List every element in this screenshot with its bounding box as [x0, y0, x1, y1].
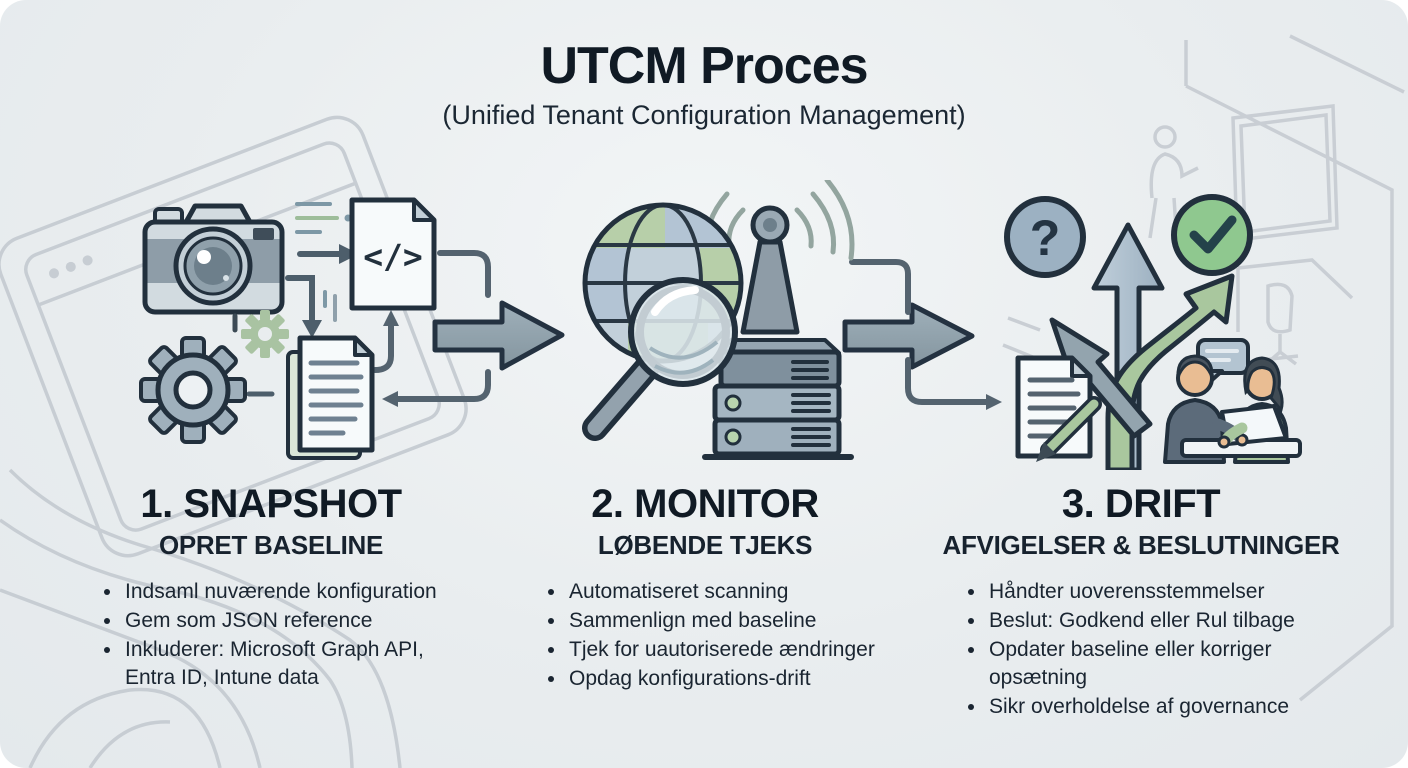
flow-arrow-monitor-to-drift-icon [842, 302, 975, 370]
step-title: 3. DRIFT [1061, 482, 1221, 526]
step-subtitle: OPRET BASELINE [158, 530, 384, 560]
bullet-item: Gem som JSON reference [123, 607, 453, 635]
bullet-item: Håndter uoverensstemmelser [987, 578, 1327, 606]
bullet-item: Indsaml nuværende konfiguration [123, 578, 453, 606]
monitor-outline-art [0, 115, 468, 768]
step-title: 1. SNAPSHOT [140, 482, 402, 526]
step-snapshot: 1. SNAPSHOT OPRET BASELINE Indsaml nuvær… [71, 482, 471, 693]
step-bullet-list: Håndter uoverensstemmelserBeslut: Godken… [939, 578, 1327, 721]
bullet-item: Tjek for uautoriserede ændringer [567, 636, 905, 664]
step-title: 2. MONITOR [591, 482, 819, 526]
bullet-item: Sikr overholdelse af governance [987, 693, 1327, 721]
header: UTCM Proces (Unified Tenant Configuratio… [0, 36, 1408, 131]
connector-lines [372, 250, 1002, 410]
step-subtitle: AFVIGELSER & BESLUTNINGER [942, 530, 1340, 560]
flow-arrow-snapshot-to-monitor-icon [432, 300, 565, 371]
bullet-item: Inkluderer: Microsoft Graph API, Entra I… [123, 636, 453, 692]
page-title: UTCM Proces [540, 37, 868, 95]
step-bullet-list: Automatiseret scanningSammenlign med bas… [505, 578, 905, 693]
person-outline-art [1148, 125, 1199, 239]
page-subtitle: (Unified Tenant Configuration Management… [442, 100, 966, 130]
bullet-item: Opdater baseline eller korriger opsætnin… [987, 636, 1327, 692]
cable-lines-art [0, 468, 402, 768]
step-subtitle: LØBENDE TJEKS [597, 530, 813, 560]
step-bullet-list: Indsaml nuværende konfigurationGem som J… [71, 578, 453, 692]
bullet-item: Opdag konfigurations-drift [567, 665, 905, 693]
step-drift: 3. DRIFT AFVIGELSER & BESLUTNINGER Håndt… [939, 482, 1343, 722]
bullet-item: Beslut: Godkend eller Rul tilbage [987, 607, 1327, 635]
bullet-item: Automatiseret scanning [567, 578, 905, 606]
bullet-item: Sammenlign med baseline [567, 607, 905, 635]
step-monitor: 2. MONITOR LØBENDE TJEKS Automatiseret s… [505, 482, 905, 694]
